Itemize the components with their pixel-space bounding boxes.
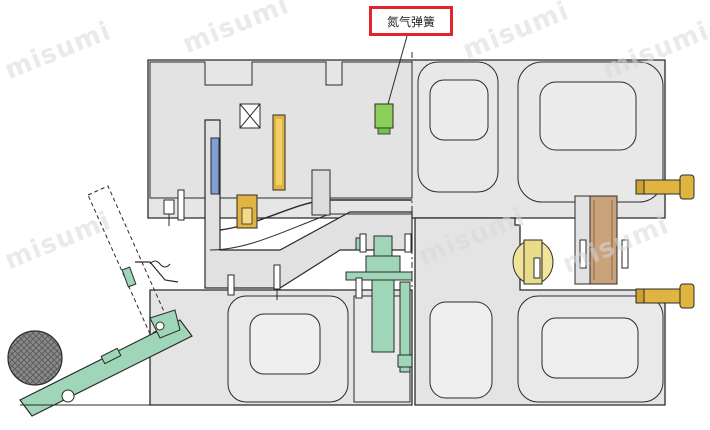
swing-arm-assembly xyxy=(7,185,193,417)
cam-mechanism xyxy=(345,235,413,373)
bolt-upper xyxy=(635,174,695,200)
upper-components xyxy=(210,103,394,229)
upper-die-block xyxy=(147,59,666,219)
blue-wear-strip xyxy=(210,137,220,195)
bolt-lower xyxy=(635,283,695,309)
screws xyxy=(163,189,629,300)
stripper-bolts xyxy=(635,174,695,309)
callout-label: 氮气弹簧 xyxy=(386,14,435,29)
nitrogen-spring-callout: 氮气弹簧 xyxy=(369,6,453,36)
nitrogen-spring xyxy=(374,103,394,129)
lower-die-block xyxy=(149,217,666,406)
knurled-roller xyxy=(7,330,63,386)
green-cam-driver xyxy=(371,271,395,353)
callout-leader xyxy=(387,35,408,105)
spring-link xyxy=(135,261,179,283)
pilot-punch xyxy=(311,169,331,216)
